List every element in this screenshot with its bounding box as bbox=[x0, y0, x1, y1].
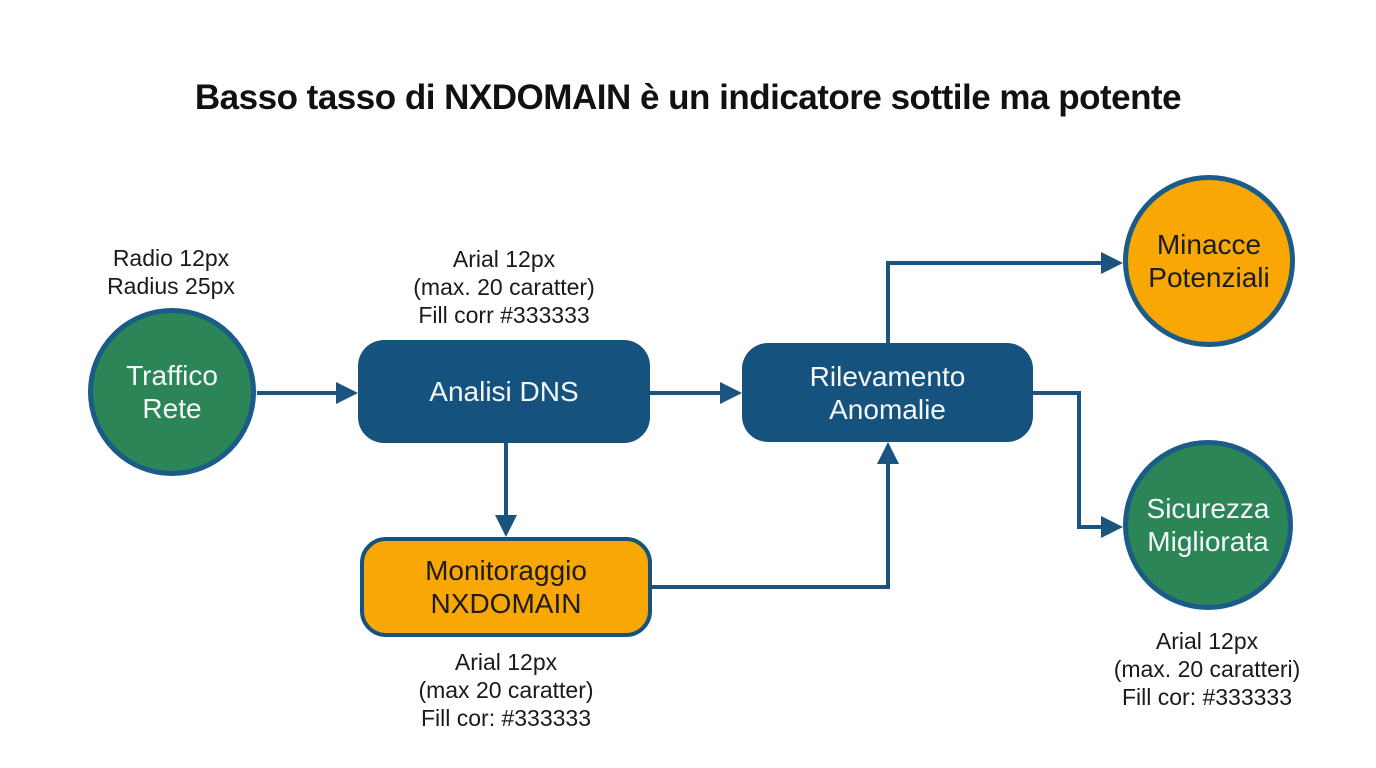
arrow-analisi-to-rilevamento bbox=[650, 382, 742, 404]
annotation-sicurezza-migliorata: Arial 12px (max. 20 caratteri) Fill cor:… bbox=[1113, 628, 1301, 710]
node-traffico-rete: Traffico Rete bbox=[88, 308, 256, 476]
node-rilevamento-anomalie: Rilevamento Anomalie bbox=[742, 343, 1033, 442]
arrow-rilevamento-to-minacce bbox=[886, 252, 1123, 343]
arrow-analisi-to-monitoraggio bbox=[495, 443, 517, 537]
arrow-rilevamento-to-sicurezza bbox=[1033, 391, 1123, 538]
arrow-monitoraggio-to-rilevamento bbox=[652, 442, 899, 589]
node-analisi-dns: Analisi DNS bbox=[358, 340, 650, 443]
annotation-monitoraggio-nxdomain: Arial 12px (max 20 caratter) Fill cor: #… bbox=[418, 649, 594, 731]
annotation-traffico-rete: Radio 12px Radius 25px bbox=[107, 245, 235, 299]
node-monitoraggio-nxdomain: Monitoraggio NXDOMAIN bbox=[360, 537, 652, 637]
node-sicurezza-migliorata: Sicurezza Migliorata bbox=[1123, 440, 1293, 610]
diagram-title: Basso tasso di NXDOMAIN è un indicatore … bbox=[194, 78, 1182, 117]
arrow-traffico-to-analisi bbox=[257, 382, 358, 404]
node-minacce-potenziali: Minacce Potenziali bbox=[1123, 175, 1295, 347]
annotation-analisi-dns: Arial 12px (max. 20 caratter) Fill corr … bbox=[413, 246, 595, 328]
